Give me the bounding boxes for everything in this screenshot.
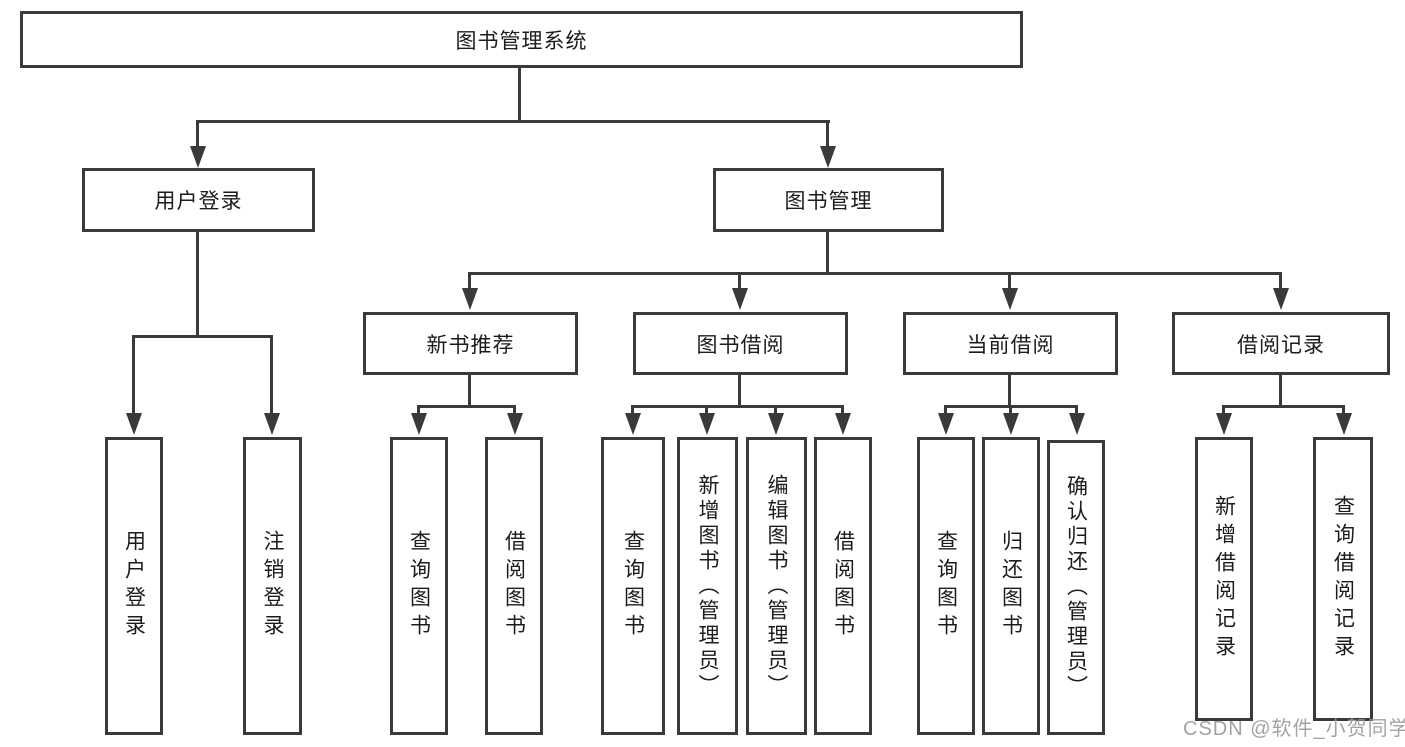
arrowhead-icon xyxy=(768,413,784,435)
connector-line xyxy=(417,405,420,415)
connector-line xyxy=(513,405,516,415)
connector-line xyxy=(196,232,199,335)
connector-line xyxy=(841,405,844,415)
connector-line xyxy=(1075,405,1078,415)
connector-line xyxy=(1222,405,1225,415)
arrowhead-icon xyxy=(411,413,427,435)
node-book-mgmt: 图书管理 xyxy=(713,168,944,232)
node-book-borrow: 图书借阅 xyxy=(633,312,848,375)
arrowhead-icon xyxy=(1002,288,1018,310)
leaf-query-books-3: 查询图书 xyxy=(917,437,975,735)
connector-line xyxy=(270,335,273,415)
connector-line xyxy=(518,68,521,120)
arrowhead-icon xyxy=(1003,413,1019,435)
arrowhead-icon xyxy=(1336,413,1352,435)
arrowhead-icon xyxy=(507,413,523,435)
connector-line xyxy=(417,405,516,408)
connector-line xyxy=(1008,375,1011,405)
arrowhead-icon xyxy=(625,413,641,435)
node-current-borrow: 当前借阅 xyxy=(903,312,1118,375)
connector-line xyxy=(826,232,829,272)
connector-line xyxy=(1342,405,1345,415)
leaf-edit-books-admin-label: 编辑图书（管理员） xyxy=(765,473,788,699)
connector-line xyxy=(631,405,844,408)
leaf-user-login: 用户登录 xyxy=(105,437,163,735)
node-new-book-rec-label: 新书推荐 xyxy=(426,333,515,357)
node-new-book-rec: 新书推荐 xyxy=(363,312,578,375)
connector-line xyxy=(631,405,634,415)
arrowhead-icon xyxy=(938,413,954,435)
leaf-query-borrow-record-label: 查询借阅记录 xyxy=(1331,495,1355,663)
connector-line xyxy=(1008,272,1011,290)
connector-line xyxy=(468,272,471,290)
connector-line xyxy=(132,335,135,415)
arrowhead-icon xyxy=(732,288,748,310)
node-borrow-records-label: 借阅记录 xyxy=(1237,333,1325,357)
leaf-logout: 注销登录 xyxy=(243,437,302,735)
leaf-edit-books-admin: 编辑图书（管理员） xyxy=(746,437,807,735)
arrowhead-icon xyxy=(190,146,206,168)
leaf-confirm-return-admin: 确认归还（管理员） xyxy=(1047,440,1105,735)
connector-line xyxy=(132,335,273,338)
connector-line xyxy=(196,120,830,123)
node-book-borrow-label: 图书借阅 xyxy=(696,333,785,357)
arrowhead-icon xyxy=(1273,288,1289,310)
connector-line xyxy=(1279,272,1282,290)
connector-line xyxy=(944,405,947,415)
connector-line xyxy=(705,405,708,415)
leaf-add-books-admin: 新增图书（管理员） xyxy=(677,437,738,735)
leaf-query-books-1: 查询图书 xyxy=(390,437,448,735)
arrowhead-icon xyxy=(126,413,142,435)
leaf-add-borrow-record: 新增借阅记录 xyxy=(1195,437,1253,721)
leaf-logout-label: 注销登录 xyxy=(261,530,284,642)
node-borrow-records: 借阅记录 xyxy=(1172,312,1390,375)
arrowhead-icon xyxy=(1216,413,1232,435)
node-root-label: 图书管理系统 xyxy=(455,29,588,53)
leaf-query-books-3-label: 查询图书 xyxy=(934,530,958,642)
node-root: 图书管理系统 xyxy=(20,11,1023,68)
connector-line xyxy=(1279,375,1282,405)
leaf-query-books-2: 查询图书 xyxy=(601,437,665,735)
csdn-watermark: CSDN @软件_小贺同学 xyxy=(1183,718,1405,740)
arrowhead-icon xyxy=(264,413,280,435)
node-current-borrow-label: 当前借阅 xyxy=(966,333,1055,357)
leaf-user-login-label: 用户登录 xyxy=(122,530,146,642)
leaf-add-books-admin-label: 新增图书（管理员） xyxy=(696,473,719,699)
leaf-query-books-1-label: 查询图书 xyxy=(407,530,431,642)
arrowhead-icon xyxy=(699,413,715,435)
leaf-confirm-return-admin-label: 确认归还（管理员） xyxy=(1064,475,1088,700)
connector-line xyxy=(468,375,471,405)
arrowhead-icon xyxy=(462,288,478,310)
node-user-login-label: 用户登录 xyxy=(154,190,243,213)
connector-line xyxy=(738,375,741,405)
connector-line xyxy=(196,120,199,148)
leaf-query-books-2-label: 查询图书 xyxy=(621,530,645,642)
leaf-borrow-books-1-label: 借阅图书 xyxy=(502,530,526,642)
connector-line xyxy=(738,272,741,290)
connector-line xyxy=(468,272,1282,275)
leaf-borrow-books-2-label: 借阅图书 xyxy=(831,530,855,642)
connector-line xyxy=(1009,405,1012,415)
leaf-add-borrow-record-label: 新增借阅记录 xyxy=(1212,495,1236,663)
arrowhead-icon xyxy=(835,413,851,435)
leaf-borrow-books-1: 借阅图书 xyxy=(485,437,543,735)
connector-line xyxy=(1222,405,1345,408)
arrowhead-icon xyxy=(820,146,836,168)
leaf-borrow-books-2: 借阅图书 xyxy=(814,437,872,735)
connector-line xyxy=(774,405,777,415)
leaf-return-books-label: 归还图书 xyxy=(999,530,1023,642)
leaf-return-books: 归还图书 xyxy=(982,437,1040,735)
connector-line xyxy=(826,120,829,148)
node-book-mgmt-label: 图书管理 xyxy=(784,190,873,213)
leaf-query-borrow-record: 查询借阅记录 xyxy=(1313,437,1373,721)
node-user-login: 用户登录 xyxy=(82,168,315,232)
arrowhead-icon xyxy=(1069,413,1085,435)
